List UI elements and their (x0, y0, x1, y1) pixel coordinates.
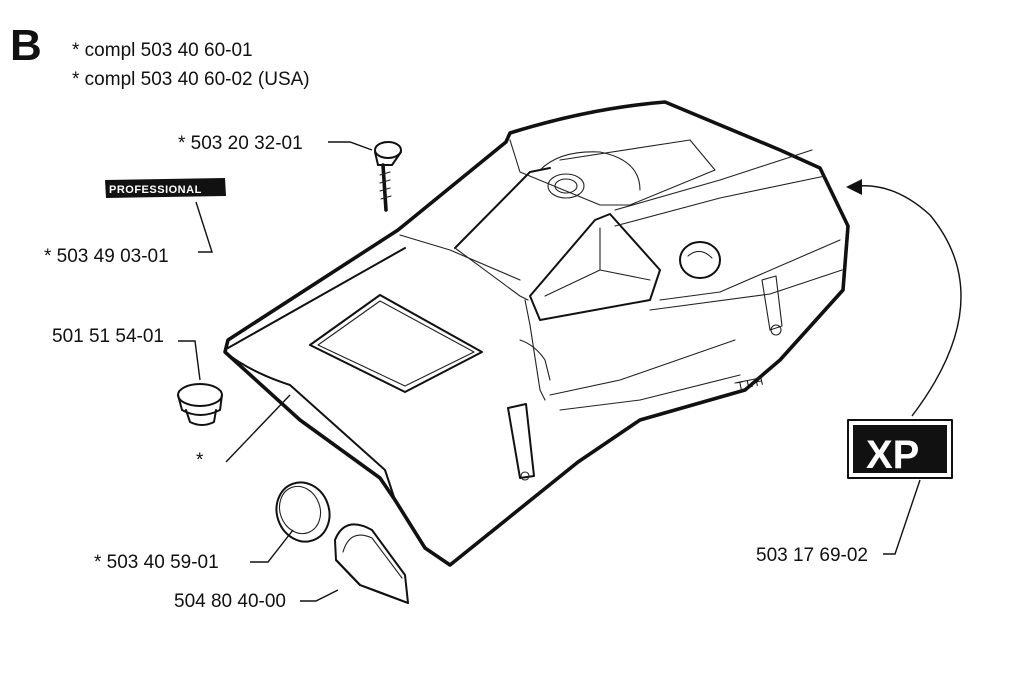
filter-cover-leader (300, 589, 339, 602)
plug-leader (178, 340, 201, 381)
header-line-1: * compl 503 40 60-01 (72, 40, 253, 61)
screw-label: * 503 20 32-01 (178, 133, 303, 154)
round-cap-label: * 503 40 59-01 (94, 552, 219, 573)
lever-marks-label: T L H (736, 376, 764, 393)
cover-label: * (196, 450, 204, 471)
assembly-arrowhead (846, 179, 862, 195)
cover-leader (225, 394, 291, 463)
section-letter: B (10, 21, 42, 70)
cylinder-cover: T L H (223, 100, 850, 567)
filter-cover (334, 523, 409, 604)
plug-label: 501 51 54-01 (52, 326, 164, 347)
round-cap-leader (250, 529, 294, 563)
xp-decal: XP (847, 419, 953, 479)
filter-cover-label: 504 80 40-00 (174, 591, 286, 612)
plug (177, 383, 223, 426)
xp-decal-label: 503 17 69-02 (756, 545, 868, 566)
screw-leader (328, 141, 373, 151)
header-line-2: * compl 503 40 60-02 (USA) (72, 69, 310, 90)
professional-decal-leader (195, 201, 213, 253)
assembly-arrow (857, 185, 962, 417)
xp-decal-leader (883, 479, 921, 555)
round-cap (275, 481, 331, 543)
professional-decal: PROFESSIONAL (105, 178, 226, 198)
professional-decal-text: PROFESSIONAL (109, 184, 202, 196)
screw (374, 141, 402, 212)
xp-decal-text: XP (866, 433, 919, 477)
professional-decal-label: * 503 49 03-01 (44, 246, 169, 267)
